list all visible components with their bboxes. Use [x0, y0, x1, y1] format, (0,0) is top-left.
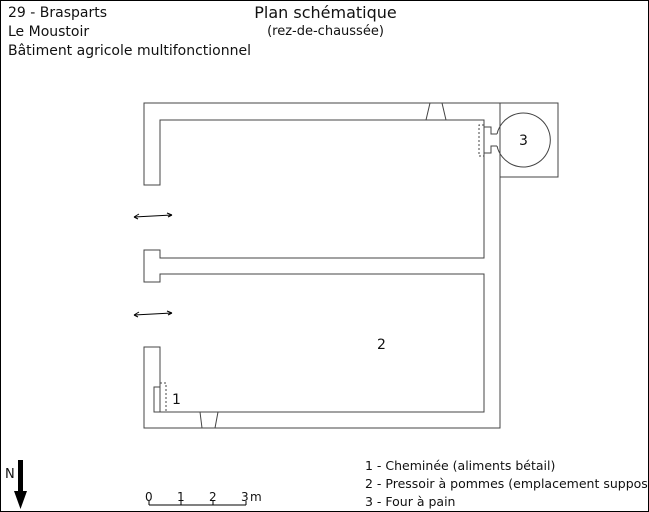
north-arrow-icon [14, 460, 27, 509]
oven-mouth-dashed [478, 124, 484, 157]
entrance-arrow [133, 212, 173, 220]
oven-box [499, 102, 559, 178]
location-label: 29 - Brasparts [8, 5, 108, 21]
legend-item: 3 - Four à pain [365, 494, 456, 509]
window-top [425, 102, 447, 121]
scale-unit: m [250, 490, 262, 504]
outer-wall [143, 102, 501, 429]
building-label: Bâtiment agricole multifonctionnel [8, 43, 251, 59]
scale-tick: 0 [145, 490, 153, 504]
oven-circle [496, 112, 551, 168]
window-bottom [199, 411, 219, 429]
oven-mouth [484, 126, 497, 154]
chimney [153, 386, 161, 413]
legend-item: 1 - Cheminée (aliments bétail) [365, 458, 556, 473]
place-label: Le Moustoir [8, 24, 90, 40]
scale-tick: 3 [241, 490, 249, 504]
north-label: N [5, 467, 15, 482]
scale-bar [148, 501, 247, 506]
scale-tick: 2 [209, 490, 217, 504]
label-chimney: 1 [172, 392, 181, 408]
entrance-arrow [133, 310, 173, 318]
legend-item: 2 - Pressoir à pommes (emplacement suppo… [365, 476, 649, 491]
label-press: 2 [377, 337, 386, 353]
chimney-dashed [160, 382, 167, 412]
page-title: Plan schématique [254, 3, 397, 22]
label-oven: 3 [519, 133, 528, 149]
page-subtitle: (rez-de-chaussée) [267, 24, 384, 39]
scale-tick: 1 [177, 490, 185, 504]
